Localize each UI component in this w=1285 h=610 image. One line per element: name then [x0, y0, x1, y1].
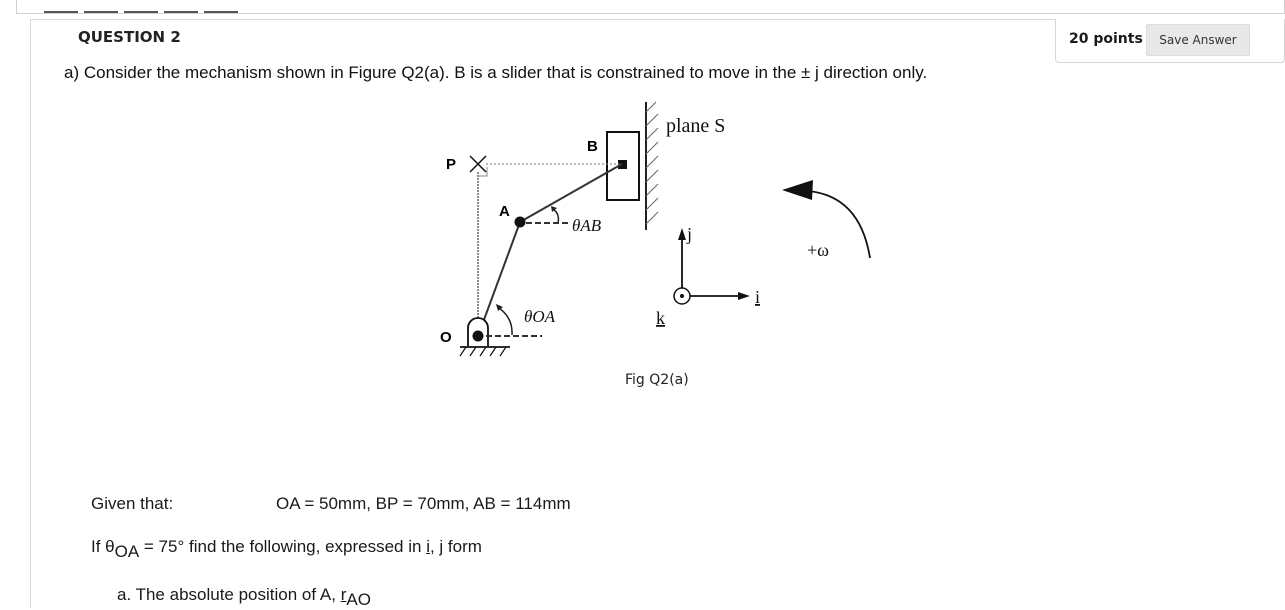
condition-line: If θOA = 75° find the following, express…	[91, 537, 482, 562]
given-values: OA = 50mm, BP = 70mm, AB = 114mm	[276, 494, 571, 513]
given-label: Given that:	[91, 494, 174, 513]
right-angle-mark	[478, 167, 488, 177]
label-A: A	[499, 203, 510, 220]
wall-plane	[645, 101, 659, 230]
label-O: O	[440, 329, 452, 346]
label-P: P	[446, 156, 456, 173]
omega-arc	[807, 190, 871, 259]
figure-caption: Fig Q2(a)	[625, 372, 689, 388]
condition-subscript: OA	[114, 542, 140, 561]
joint-O	[472, 330, 484, 342]
question-text: a) Consider the mechanism shown in Figur…	[64, 63, 928, 82]
label-theta-AB: θAB	[572, 216, 602, 235]
angle-arc-AB	[552, 208, 560, 224]
ground-hatch	[459, 346, 507, 357]
angle-arrow-OA	[496, 304, 503, 311]
question-panel	[30, 19, 1285, 608]
angle-arrow-AB	[551, 206, 557, 212]
question-title: QUESTION 2	[78, 28, 181, 46]
condition-i-unit: i	[426, 537, 430, 556]
top-tab-strip	[44, 0, 244, 13]
joint-A	[514, 216, 526, 228]
label-omega: +ω	[807, 240, 829, 260]
j-axis-arrow-icon	[678, 228, 686, 240]
part-a-subscript: AO	[346, 590, 371, 609]
label-i-axis: i	[755, 287, 760, 307]
slider-pin	[618, 160, 627, 169]
label-k-axis: k	[656, 308, 665, 328]
condition-suffix: , j form	[429, 537, 482, 556]
label-theta-OA: θOA	[524, 307, 556, 326]
link-OA	[477, 221, 521, 337]
i-axis-arrow-icon	[738, 292, 750, 300]
condition-prefix: If θ	[91, 537, 115, 556]
part-a-prefix: a. The absolute position of A,	[117, 585, 341, 604]
omega-arrow-icon	[782, 180, 813, 200]
save-answer-button[interactable]: Save Answer	[1146, 24, 1250, 56]
part-a-r-vector: r	[340, 585, 347, 604]
label-B: B	[587, 138, 598, 155]
points-value: 20 points	[1069, 31, 1143, 47]
link-AB	[519, 163, 623, 223]
mechanism-figure: plane S B P A θAB O θOA j i k	[440, 101, 871, 388]
condition-middle: = 75° find the following, expressed in	[139, 537, 427, 556]
plane-label: plane S	[666, 115, 725, 137]
angle-arc-OA	[498, 307, 513, 336]
label-j-axis: j	[686, 224, 692, 244]
point-P-cross	[469, 155, 487, 173]
part-a-text: a. The absolute position of A, rAO	[117, 585, 371, 610]
